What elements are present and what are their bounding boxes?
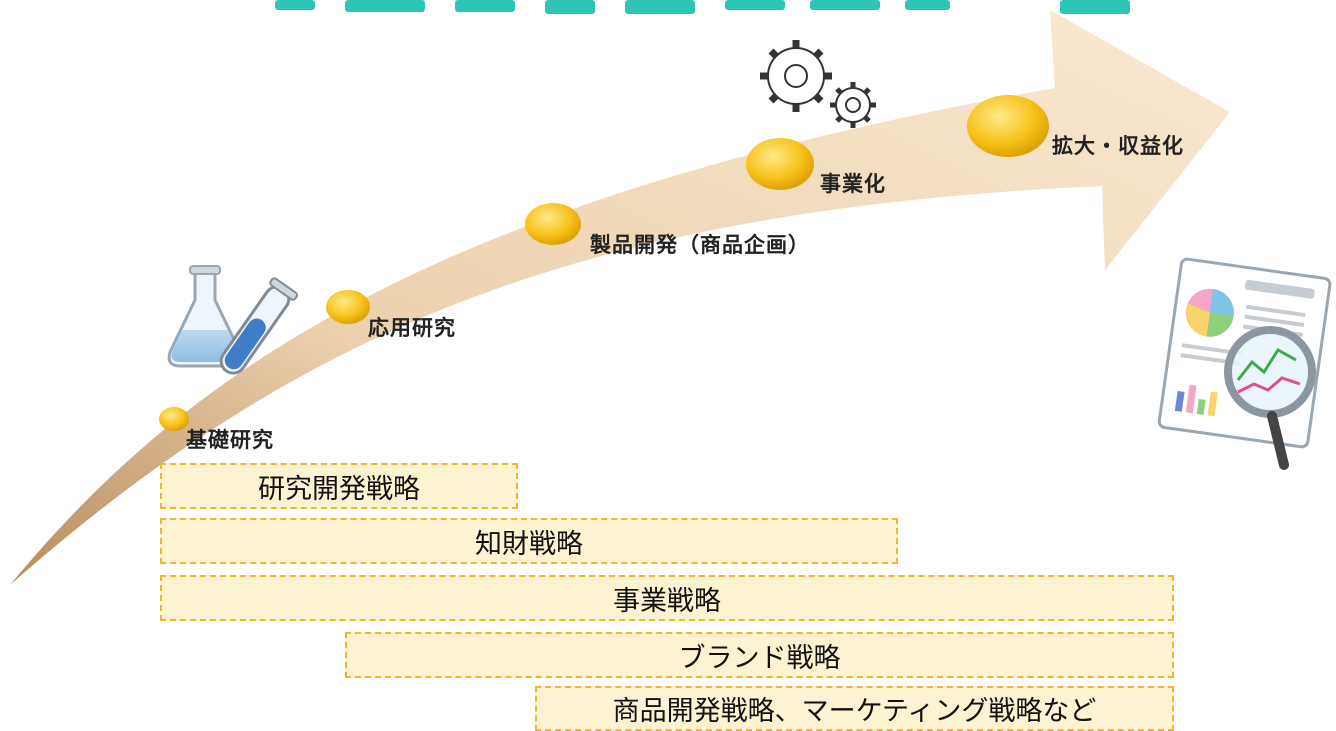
- gears-icon: [760, 40, 876, 128]
- stage-disc: [525, 203, 581, 245]
- strategy-bar-product-marketing: 商品開発戦略、マーケティング戦略など: [535, 686, 1174, 731]
- stage-disc: [967, 95, 1049, 157]
- growth-arrow: [10, 10, 1230, 585]
- flask-test-tube-icon: [167, 265, 299, 375]
- strategy-bar-brand: ブランド戦略: [345, 632, 1174, 678]
- stage-label-applied-research: 応用研究: [368, 316, 456, 340]
- stage-label-product-development: 製品開発（商品企画）: [590, 233, 810, 257]
- stage-disc: [159, 407, 189, 431]
- title-band: [275, 0, 1130, 14]
- report-magnifier-icon: [1157, 257, 1332, 470]
- stage-label-expansion-profit: 拡大・収益化: [1052, 134, 1184, 158]
- stage-label-basic-research: 基礎研究: [186, 428, 274, 452]
- strategy-bar-rnd: 研究開発戦略: [160, 463, 518, 509]
- strategy-bar-ip: 知財戦略: [160, 518, 898, 564]
- stage-discs: [159, 95, 1049, 431]
- stage-disc: [326, 290, 370, 324]
- stage-disc: [746, 138, 814, 190]
- strategy-bar-business: 事業戦略: [160, 575, 1174, 621]
- stage-label-commercialization: 事業化: [820, 172, 886, 196]
